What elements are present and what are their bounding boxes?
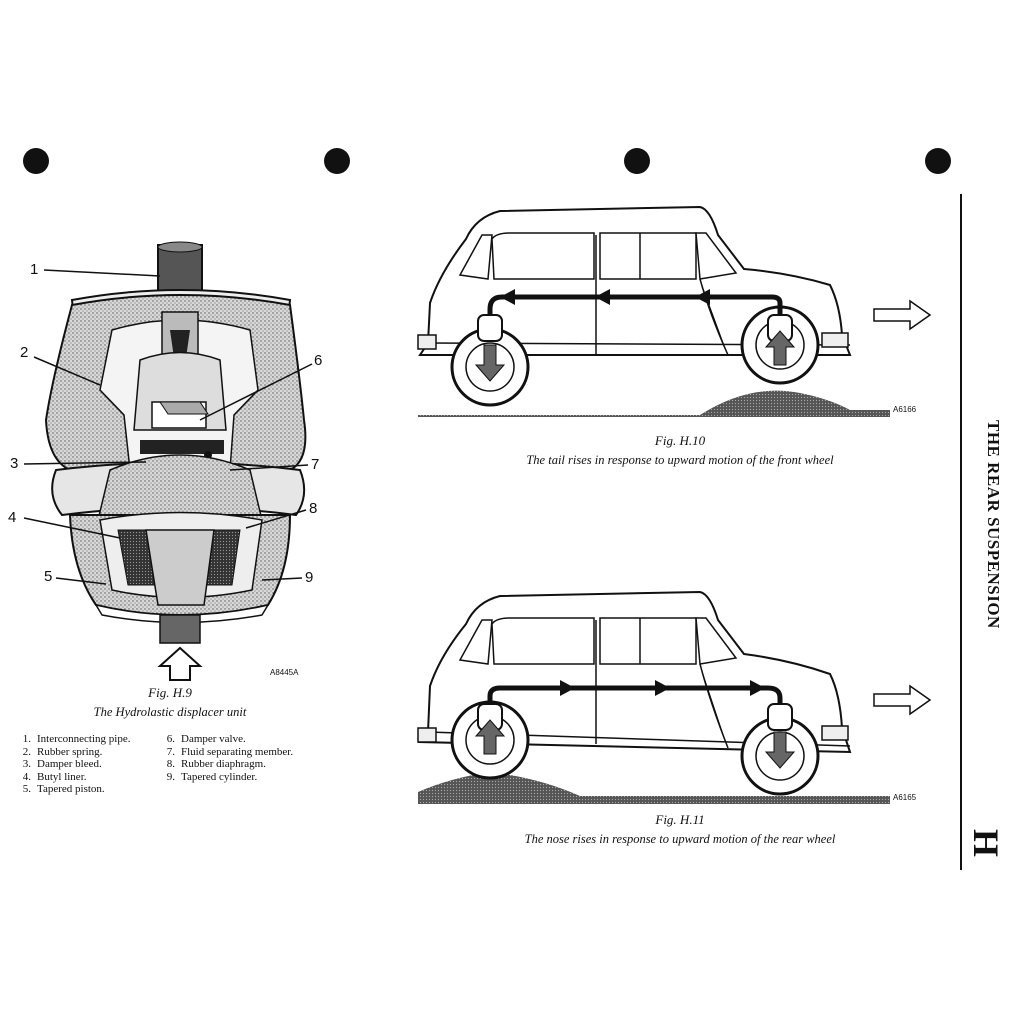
legend-item: 6. Damper valve. [156, 733, 293, 746]
legend-right: 6. Damper valve. 7. Fluid separating membe… [156, 733, 293, 783]
fig-h11-caption: Fig. H.11 The nose rises in response to … [470, 812, 890, 847]
fig-h9-caption: Fig. H.9 The Hydrolastic displacer unit [20, 685, 320, 720]
callout-label: 1 [30, 261, 39, 278]
legend-text: Rubber spring. [37, 745, 103, 758]
car-drawing [417, 205, 932, 417]
legend-text: Rubber diaphragm. [181, 758, 266, 771]
callout-label: 5 [44, 568, 53, 585]
legend-text: Fluid separating member. [181, 745, 294, 758]
callout-label: 3 [10, 455, 19, 472]
drawing-code: A6165 [893, 793, 917, 802]
fig-caption: The nose rises in response to upward mot… [524, 832, 836, 846]
legend-item: 2. Rubber spring. [12, 746, 130, 759]
binding-hole [23, 148, 49, 174]
binding-hole [624, 148, 650, 174]
legend-num: 6. [166, 733, 175, 745]
legend-item: 4. Butyl liner. [12, 771, 130, 784]
fig-label: Fig. H.10 [654, 433, 706, 448]
fig-caption: The tail rises in response to upward mot… [526, 453, 834, 467]
legend-num: 4. [22, 770, 31, 783]
fig-h10-caption: Fig. H.10 The tail rises in response to … [470, 433, 890, 468]
legend-text: Damper bleed. [37, 758, 102, 771]
legend-num: 9. [166, 770, 175, 783]
fig-label: Fig. H.11 [655, 812, 705, 827]
fig-caption: The Hydrolastic displacer unit [93, 705, 247, 719]
legend-num: 3. [22, 758, 31, 771]
car-diagram-front-wheel-up [410, 195, 950, 425]
callout-label: 4 [8, 509, 17, 526]
callout-label: 9 [305, 569, 314, 586]
legend-item: 9. Tapered cylinder. [156, 771, 293, 784]
section-letter: H [966, 828, 1006, 857]
legend-text: Damper valve. [181, 733, 246, 745]
binding-hole [324, 148, 350, 174]
drawing-code: A6166 [893, 405, 917, 414]
car-diagram-rear-wheel-up [410, 582, 950, 812]
legend-item: 3. Damper bleed. [12, 758, 130, 771]
legend-text: Interconnecting pipe. [37, 733, 131, 745]
legend-num: 7. [166, 745, 175, 758]
legend-text: Butyl liner. [37, 770, 87, 783]
legend-text: Tapered cylinder. [181, 770, 258, 783]
callout-label: 8 [309, 500, 318, 517]
legend-left: 1. Interconnecting pipe. 2. Rubber spring.… [12, 733, 131, 796]
displacer-unit-illustration [0, 0, 380, 700]
legend-item: 8. Rubber diaphragm. [156, 758, 293, 771]
legend-text: Tapered piston. [37, 783, 105, 796]
legend-item: 1. Interconnecting pipe. [12, 733, 131, 746]
section-title: THE REAR SUSPENSION [984, 420, 1003, 629]
legend-item: 5. Tapered piston. [12, 783, 130, 796]
binding-hole [925, 148, 951, 174]
legend-num: 2. [22, 745, 31, 758]
callout-label: 7 [311, 456, 320, 473]
car-drawing [417, 590, 932, 804]
fig-label: Fig. H.9 [148, 685, 192, 700]
section-divider-line [960, 194, 962, 870]
callout-label: 2 [20, 344, 29, 361]
legend-num: 8. [166, 758, 175, 771]
displacer-unit-drawing [23, 241, 313, 681]
legend-item: 7. Fluid separating member. [156, 746, 293, 759]
legend-num: 5. [22, 783, 31, 796]
drawing-code: A8445A [270, 668, 299, 677]
callout-label: 6 [314, 352, 323, 369]
legend-num: 1. [22, 733, 31, 745]
